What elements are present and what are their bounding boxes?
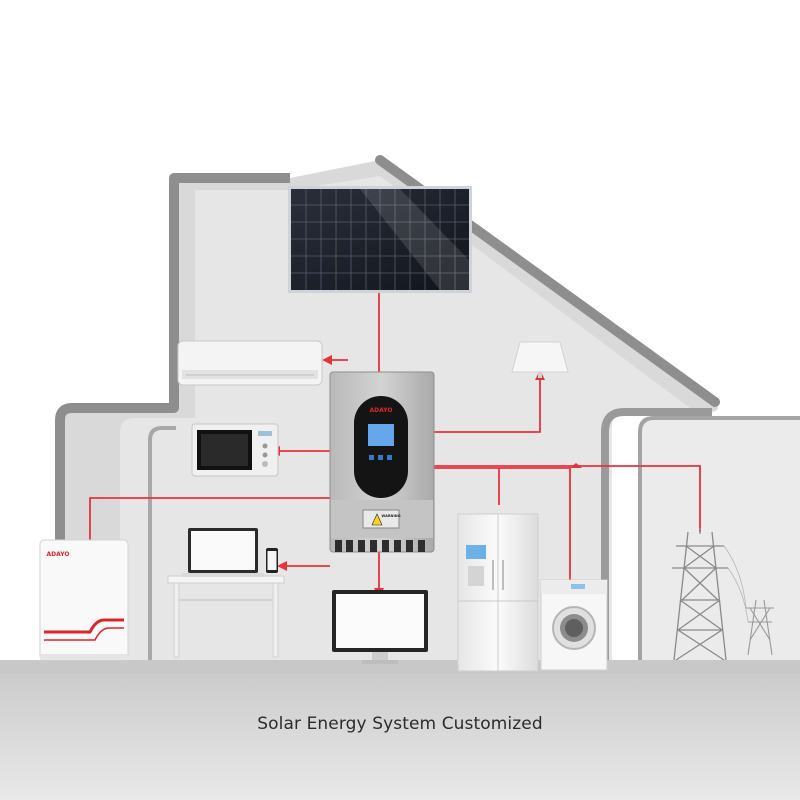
battery: ADAYO bbox=[39, 539, 129, 661]
power-tower-small bbox=[746, 599, 774, 656]
diagram-caption: Solar Energy System Customized bbox=[257, 714, 543, 734]
battery-brand: ADAYO bbox=[47, 551, 70, 558]
power-lines bbox=[723, 545, 749, 623]
inverter-brand: ADAYO bbox=[370, 407, 393, 414]
phone bbox=[266, 548, 278, 573]
laptop bbox=[182, 528, 264, 577]
air-conditioner bbox=[177, 340, 323, 386]
inverter: ADAYO WARNING bbox=[329, 371, 435, 553]
floor bbox=[0, 672, 800, 800]
washing-machine bbox=[540, 579, 608, 671]
refrigerator bbox=[457, 513, 539, 672]
desk bbox=[167, 575, 285, 658]
inverter-warning-label: WARNING bbox=[381, 514, 400, 518]
microwave bbox=[191, 423, 279, 477]
lamp bbox=[511, 341, 569, 378]
wiring bbox=[89, 292, 701, 590]
monitor bbox=[332, 590, 428, 664]
power-tower bbox=[672, 528, 728, 661]
solar-panel bbox=[288, 186, 472, 293]
